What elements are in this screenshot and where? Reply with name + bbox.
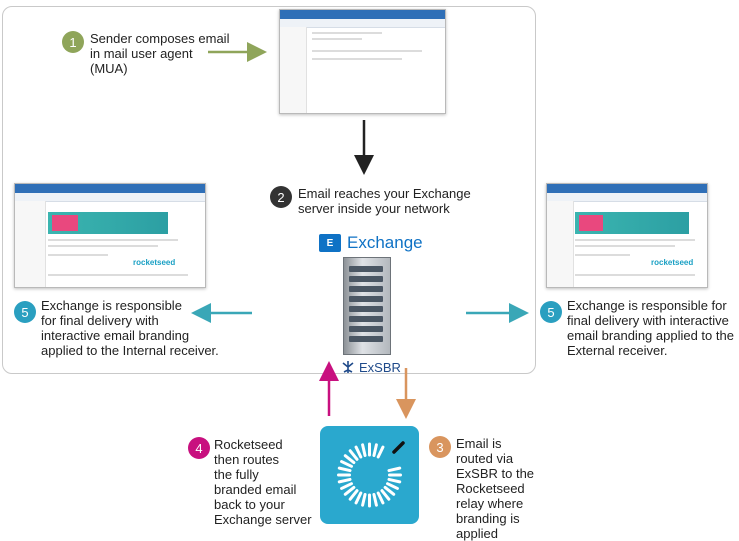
step-3: 3 Email is routed via ExSBR to the Rocke…: [429, 436, 534, 541]
step-5-line: Exchange is responsible: [41, 298, 182, 313]
step-5-line: Exchange is responsible for: [567, 298, 727, 313]
rocketseed-ray: [380, 489, 391, 501]
step-5-external-text: Exchange is responsible for final delive…: [567, 298, 734, 358]
rocketseed-ray: [337, 466, 352, 473]
internal-email-screenshot: rocketseed: [14, 183, 206, 288]
rocketseed-ray: [343, 454, 356, 465]
step-3-line: relay where: [456, 496, 524, 511]
rocketseed-ray: [372, 492, 378, 507]
step-2-number: 2: [270, 186, 292, 208]
rocketseed-logo-icon: [320, 426, 419, 524]
rocketseed-ray: [354, 445, 363, 459]
rocketseed-ray: [340, 482, 353, 490]
step-4-text: Rocketseed then routes the fully branded…: [214, 437, 312, 527]
step-5-line: applied to the Internal receiver.: [41, 343, 219, 358]
step-3-text: Email is routed via ExSBR to the Rockets…: [456, 436, 534, 541]
rocketseed-ray: [376, 445, 385, 459]
step-1-text: Sender composes email in mail user agent…: [90, 31, 229, 76]
network-boundary: [2, 6, 536, 374]
step-4: 4 Rocketseed then routes the fully brand…: [188, 437, 312, 527]
rocketseed-ray: [376, 491, 385, 505]
step-1-line: Sender composes email: [90, 31, 230, 46]
rocketseed-ray: [387, 477, 402, 484]
exchange-logo: E Exchange: [319, 233, 423, 253]
step-4-line: the fully: [214, 467, 259, 482]
step-5-number: 5: [14, 301, 36, 323]
step-1-number: 1: [62, 31, 84, 53]
step-4-line: Rocketseed: [214, 437, 283, 452]
exsbr-logo: ExSBR: [340, 359, 401, 375]
step-3-line: Rocketseed: [456, 481, 525, 496]
step-5-line: External receiver.: [567, 343, 668, 358]
step-5-line: interactive email branding: [41, 328, 190, 343]
step-3-line: Email is: [456, 436, 502, 451]
rocketseed-ray: [337, 477, 352, 484]
step-3-line: branding is: [456, 511, 520, 526]
step-5-line: email branding applied to the: [567, 328, 734, 343]
rocketseed-ray: [348, 449, 359, 461]
rocketseed-ray: [361, 492, 367, 507]
step-5-line: for final delivery with: [41, 313, 159, 328]
step-1-line: (MUA): [90, 61, 128, 76]
rocketseed-ray: [386, 482, 399, 490]
step-4-line: then routes: [214, 452, 280, 467]
exsbr-label: ExSBR: [359, 359, 401, 375]
step-5-internal: 5 Exchange is responsible for final deli…: [14, 298, 219, 358]
rocketseed-logo-text: rocketseed: [651, 258, 694, 267]
step-3-number: 3: [429, 436, 451, 458]
exchange-label: Exchange: [347, 233, 423, 252]
step-4-line: Exchange server: [214, 512, 312, 527]
rocketseed-ray: [343, 485, 356, 496]
rocketseed-ray: [361, 443, 367, 458]
step-2: 2 Email reaches your Exchange server ins…: [270, 186, 471, 216]
rocketseed-ray: [354, 491, 363, 505]
rocketseed-ray: [372, 443, 378, 458]
step-1-line: in mail user agent: [90, 46, 193, 61]
exsbr-logo-icon: [342, 361, 354, 373]
step-2-text: Email reaches your Exchange server insid…: [298, 186, 471, 216]
rocketseed-ring: [337, 441, 405, 508]
step-3-line: ExSBR to the: [456, 466, 535, 481]
step-3-line: applied: [456, 526, 498, 541]
step-2-line: Email reaches your Exchange: [298, 186, 471, 201]
external-email-screenshot: rocketseed: [546, 183, 708, 288]
step-3-line: routed via: [456, 451, 514, 466]
step-5-external: 5 Exchange is responsible for final deli…: [540, 298, 734, 358]
step-4-number: 4: [188, 437, 210, 459]
step-4-line: back to your: [214, 497, 285, 512]
step-1: 1 Sender composes email in mail user age…: [62, 31, 229, 76]
rocketseed-ray: [387, 466, 402, 473]
step-4-line: branded email: [214, 482, 297, 497]
step-5-number: 5: [540, 301, 562, 323]
mua-screenshot: [279, 9, 446, 114]
step-5-line: final delivery with interactive: [567, 313, 729, 328]
rocketseed-ray: [340, 460, 353, 468]
rocketseed-ray: [348, 489, 359, 501]
exchange-icon: E: [319, 234, 341, 252]
step-2-line: server inside your network: [298, 201, 450, 216]
rocketseed-ray: [383, 485, 396, 496]
server-rack-icon: [343, 257, 391, 355]
rocketseed-logo-text: rocketseed: [133, 258, 176, 267]
step-5-internal-text: Exchange is responsible for final delive…: [41, 298, 219, 358]
